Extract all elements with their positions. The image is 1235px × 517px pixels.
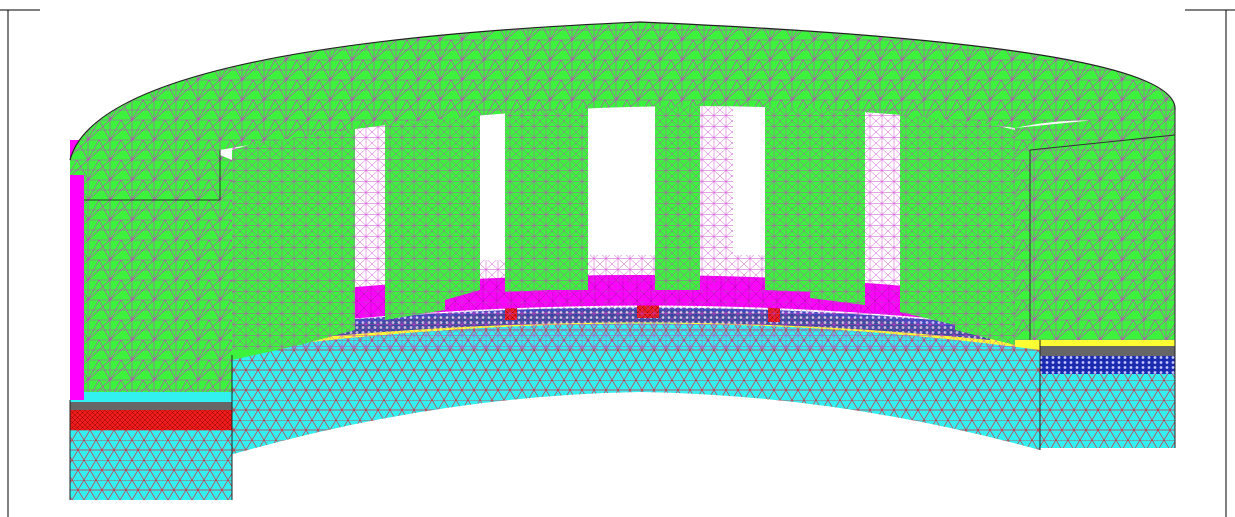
left-yoke-block — [84, 150, 232, 392]
edge-outlines — [69, 110, 1176, 500]
right-yoke-block — [1015, 112, 1176, 340]
left-layer-stack — [70, 392, 232, 430]
slot-openings — [480, 93, 765, 260]
stator-yoke — [69, 21, 1176, 175]
top-gap — [40, 5, 1185, 13]
right-layer-stack — [1040, 338, 1175, 374]
